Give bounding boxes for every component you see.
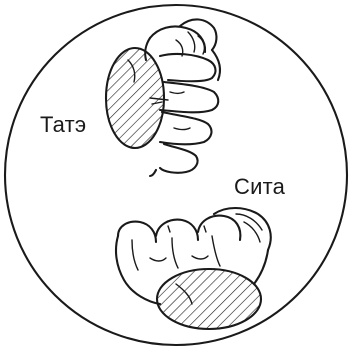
tate-fist-illustration: [106, 19, 220, 176]
tate-label: Татэ: [40, 114, 86, 136]
sita-fist-illustration: [116, 208, 271, 329]
sita-label: Сита: [234, 176, 285, 198]
